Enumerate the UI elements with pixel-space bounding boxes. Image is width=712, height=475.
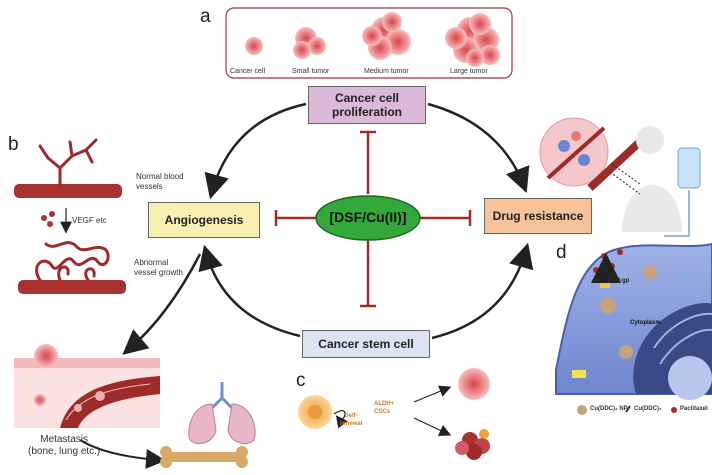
arrow-stemcell-to-angiogenesis: [198, 244, 301, 338]
csc-arrow-down: [413, 417, 452, 436]
legend-item-paclitaxel: Paclitaxel: [680, 406, 708, 412]
stem-cell-icon: [298, 395, 332, 429]
panel-label-d: d: [556, 242, 567, 263]
node-cancer-stem-cell: Cancer stem cell: [302, 330, 430, 358]
stage-label-cancer-cell: Cancer cell: [230, 68, 266, 75]
csc-arrow-up: [413, 385, 452, 403]
self-renewal-label-line1: Self-: [344, 413, 358, 419]
aldh-label-line2: CSCs: [374, 409, 391, 415]
panel-label-a: a: [200, 6, 211, 27]
stage-label-large-tumor: Large tumor: [450, 68, 488, 75]
drug-resistance-illustration: [539, 117, 701, 237]
arrow-proliferation-to-drug-resistance: [427, 102, 530, 193]
stage-label-small-tumor: Small tumor: [292, 68, 330, 75]
normal-vessel-label: Normal blood vessels: [136, 172, 184, 192]
metastasis-illustration: [14, 344, 160, 428]
node-cancer-cell-proliferation: Cancer cell proliferation: [308, 86, 426, 124]
abnormal-vessel-label-line1: Abnormal: [134, 258, 169, 267]
pgp-label: P-gp: [616, 278, 630, 284]
panel-a-frame: [225, 7, 513, 79]
abnormal-vessel-label: Abnormal vessel growth: [134, 258, 183, 278]
legend-icons: [577, 405, 677, 415]
arrow-to-bone: [79, 439, 166, 469]
legend-item-nanoparticle: Cu(DDC)₂ NP: [590, 406, 628, 412]
aldh-label: ALDH+ CSCs: [374, 400, 394, 416]
cytoplasm-label: Cytoplasm: [630, 320, 661, 326]
arrow-angiogenesis-to-metastasis: [122, 253, 202, 355]
bone-icon: [160, 446, 248, 468]
metastasis-label: Metastasis (bone, lung etc.): [28, 434, 100, 458]
vegf-label: VEGF etc: [72, 216, 107, 225]
tumor-mass-icon: [455, 429, 490, 460]
metastasis-label-line1: Metastasis: [40, 434, 89, 445]
lungs-icon: [188, 382, 256, 445]
legend-item-cu-ddc: Cu(DDC)₂: [634, 406, 662, 412]
abnormal-vessel-label-line2: vessel growth: [134, 268, 183, 277]
node-angiogenesis: Angiogenesis: [148, 202, 260, 238]
arrow-proliferation-to-angiogenesis: [204, 102, 307, 200]
proliferation-label-line2: proliferation: [331, 105, 402, 119]
vegf-icon: [41, 208, 72, 234]
stage-label-medium-tumor: Medium tumor: [364, 68, 409, 75]
cancer-cell-icon: [245, 37, 263, 55]
node-drug-resistance: Drug resistance: [484, 198, 592, 234]
small-tumor-icon: [293, 27, 326, 59]
cell-membrane-illustration: [555, 242, 712, 400]
center-ellipse: [315, 195, 421, 241]
normal-vessel-icon: [14, 138, 122, 198]
panel-label-c: c: [296, 370, 306, 391]
center-label: [DSF/Cu(II)]: [329, 209, 407, 225]
differentiated-cell-icon: [458, 368, 490, 400]
abnormal-vessel-icon: [18, 241, 126, 294]
normal-vessel-label-line2: vessels: [136, 182, 163, 191]
panel-label-b: b: [8, 134, 19, 155]
self-renewal-arrow: [333, 410, 348, 429]
metastasis-label-line2: (bone, lung etc.): [28, 446, 101, 457]
inhibition-lines: [274, 130, 472, 308]
medium-tumor-icon: [362, 12, 411, 60]
normal-vessel-label-line1: Normal blood: [136, 172, 184, 181]
proliferation-label-line1: Cancer cell: [334, 91, 400, 105]
aldh-label-line1: ALDH+: [374, 401, 395, 407]
self-renewal-label-line2: renewal: [340, 421, 363, 427]
arrow-stemcell-to-drug-resistance: [431, 242, 534, 340]
large-tumor-icon: [445, 13, 500, 67]
self-renewal-label: Self- renewal: [340, 412, 362, 428]
